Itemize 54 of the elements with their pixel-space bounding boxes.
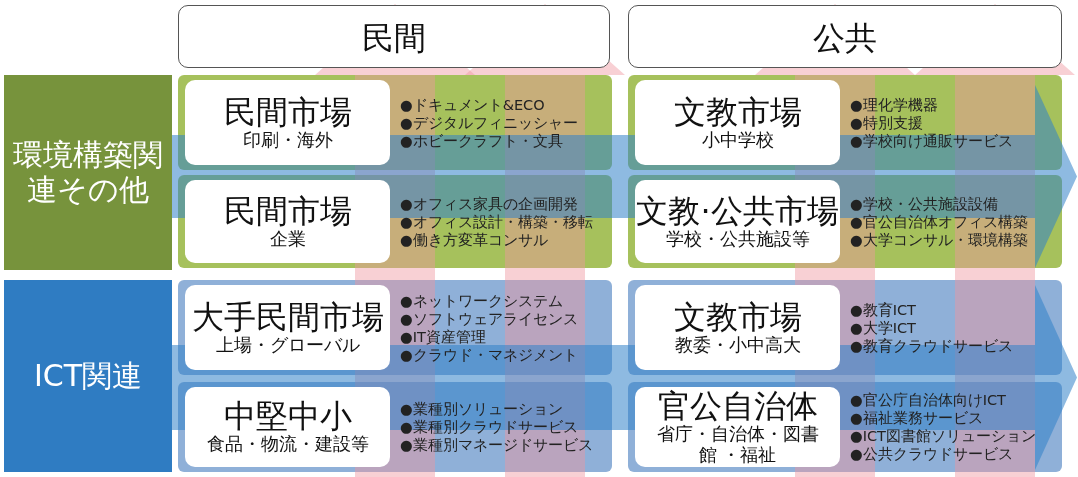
- bullet-item: ●教育ICT: [850, 300, 917, 319]
- market-box: [185, 80, 390, 165]
- market-box: [635, 387, 840, 467]
- market-title: 大手民間市場: [191, 299, 384, 335]
- market-subtitle: 上場・グローバル: [215, 334, 360, 356]
- bullet-item: ●ICT図書館ソリューション: [850, 427, 1037, 445]
- bullet-item: ●官公庁自治体向けICT: [850, 391, 1007, 409]
- bullet-item: ●福祉業務サービス: [850, 409, 984, 427]
- market-subtitle: 食品・物流・建設等: [206, 434, 369, 455]
- bullet-item: ●大学コンサル・環境構築: [850, 230, 1029, 249]
- market-subtitle: 企業: [269, 228, 306, 250]
- market-box: [635, 80, 840, 165]
- row-header: 環境構築関連その他: [4, 75, 172, 270]
- market-title: 文教市場: [673, 94, 802, 130]
- bullet-item: ●オフィス家具の企画開発: [400, 194, 579, 213]
- row-header: ICT関連: [4, 280, 172, 472]
- market-subtitle: 教委・小中高大: [674, 334, 801, 356]
- bullet-item: ●教育クラウドサービス: [850, 336, 1014, 355]
- bullet-item: ●公共クラウドサービス: [850, 445, 1014, 463]
- market-subtitle: 省庁・自治体・図書館 ・福祉: [655, 423, 820, 466]
- bullet-item: ●クラウド・マネジメント: [400, 345, 579, 364]
- bullet-item: ●ドキュメント&ECO: [400, 95, 546, 114]
- bullet-item: ●ホビークラフト・文具: [400, 131, 564, 150]
- market-title: 民間市場: [223, 193, 352, 229]
- bullet-item: ●官公自治体オフィス構築: [850, 212, 1029, 231]
- market-title: 文教·公共市場: [636, 193, 839, 229]
- bullet-item: ●働き方変革コンサル: [400, 230, 549, 249]
- bullet-item: ●業種別マネージドサービス: [400, 436, 594, 454]
- bullet-item: ●ネットワークシステム: [400, 291, 564, 310]
- bullet-item: ●デジタルフィニッシャー: [400, 113, 579, 132]
- market-title: 民間市場: [223, 94, 352, 130]
- column-header: 公共: [628, 5, 1062, 68]
- bullet-item: ●業種別ソリューション: [400, 400, 564, 418]
- column-header: 民間: [178, 5, 610, 68]
- market-subtitle: 学校・公共施設等: [665, 228, 810, 250]
- bullet-item: ●学校・公共施設設備: [850, 194, 999, 213]
- bullet-item: ●特別支援: [850, 113, 924, 132]
- bullet-item: ●学校向け通販サービス: [850, 131, 1014, 150]
- bullet-item: ●大学ICT: [850, 318, 917, 337]
- market-box: [635, 285, 840, 370]
- bullet-item: ●理化学機器: [850, 95, 939, 114]
- market-subtitle: 小中学校: [701, 129, 774, 151]
- bullet-item: ●ソフトウェアライセンス: [400, 309, 579, 328]
- market-box: [635, 180, 840, 263]
- market-title: 中堅中小: [223, 399, 352, 435]
- market-box: [185, 387, 390, 467]
- market-box: [185, 285, 390, 370]
- bullet-item: ●オフィス設計・構築・移転: [400, 212, 594, 231]
- market-subtitle: 印刷・海外: [242, 129, 333, 151]
- market-title: 文教市場: [673, 299, 802, 335]
- market-box: [185, 180, 390, 263]
- bullet-item: ●IT資産管理: [400, 327, 487, 346]
- market-title: 官公自治体: [657, 388, 818, 424]
- bullet-item: ●業種別クラウドサービス: [400, 418, 579, 436]
